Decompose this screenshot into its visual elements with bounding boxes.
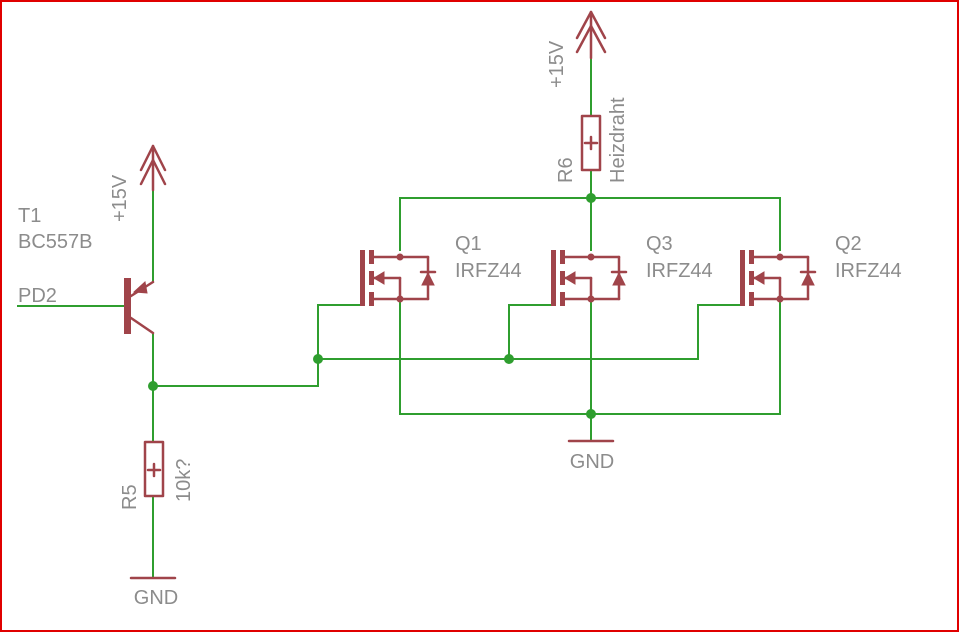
pd2-net-label: PD2: [18, 285, 57, 307]
junction-dot: [504, 354, 514, 364]
wire-gate-q2: [697, 304, 741, 360]
junction-dot: [586, 193, 596, 203]
r6-name: R6: [555, 157, 577, 183]
supply-label-top: +15V: [546, 40, 568, 88]
q1-name: Q1: [455, 233, 482, 255]
wire-gate-q3: [508, 304, 551, 360]
q3-name: Q3: [646, 233, 673, 255]
r5-name: R5: [119, 484, 141, 510]
transistor-t1: [124, 278, 155, 335]
q1-value: IRFZ44: [455, 260, 522, 282]
junction-dot: [586, 409, 596, 419]
q3-value: IRFZ44: [646, 260, 713, 282]
mosfet-layer: [360, 250, 817, 306]
resistor-r5: [143, 440, 165, 498]
q2-value: IRFZ44: [835, 260, 902, 282]
r5-value: 10k?: [173, 459, 195, 502]
supply-arrow-left: [139, 144, 167, 192]
mosfet-q3: [551, 250, 628, 306]
q2-name: Q2: [835, 233, 862, 255]
junction-dot: [148, 381, 158, 391]
junctions: [148, 193, 596, 419]
t1-value: BC557B: [18, 231, 93, 253]
supply-arrow-top: [575, 10, 607, 60]
mosfet-q2: [740, 250, 817, 306]
mosfet-q1: [360, 250, 437, 306]
wire-gate-q1: [317, 304, 361, 360]
gnd-label-left: GND: [134, 587, 178, 609]
wire-collector-to-gates: [152, 358, 319, 387]
resistor-r6: [580, 114, 602, 172]
t1-name: T1: [18, 205, 41, 227]
supply-label-left: +15V: [109, 174, 131, 222]
gnd-label-right: GND: [570, 451, 614, 473]
r6-value: Heizdraht: [607, 97, 629, 183]
junction-dot: [313, 354, 323, 364]
